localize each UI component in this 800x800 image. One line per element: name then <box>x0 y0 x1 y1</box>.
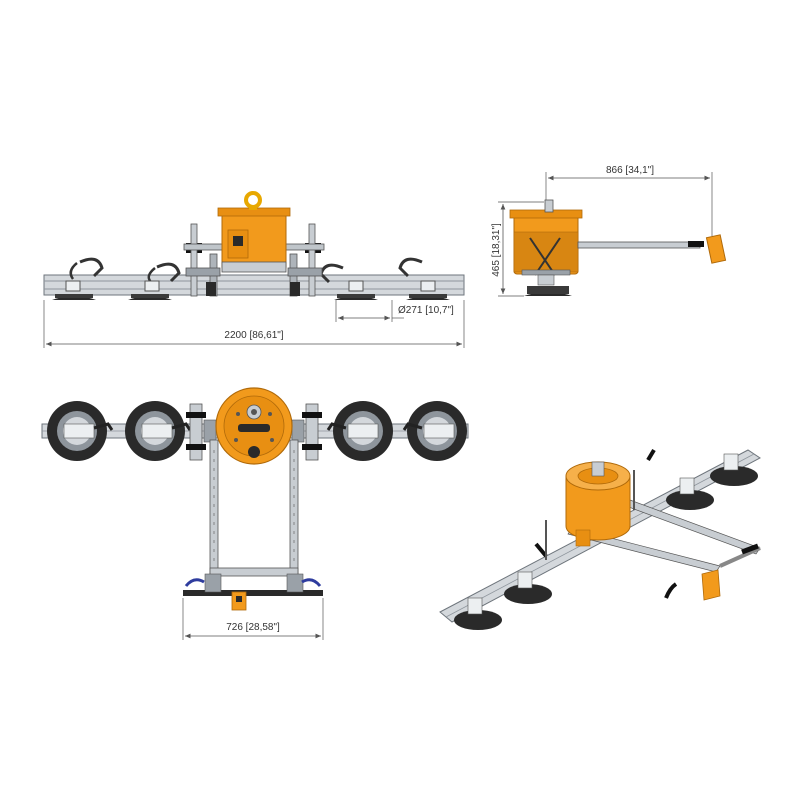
front-suction-cup-2 <box>128 262 181 300</box>
pad-diameter-label: Ø271 [10,7"] <box>398 305 454 316</box>
side-bracket <box>521 237 571 286</box>
overall-length-dimension: 2200 [86,61"] <box>43 300 465 348</box>
iso-suction-pad-3 <box>666 477 714 510</box>
pad-diameter-dimension: Ø271 [10,7"] <box>335 300 454 322</box>
iso-suction-pad-2 <box>504 571 552 604</box>
top-clamp-right <box>291 403 322 461</box>
height-dimension: 465 [18,31"] <box>491 201 544 297</box>
front-beam <box>43 274 465 296</box>
frame-width-label: 726 [28,58"] <box>226 622 280 633</box>
overall-length-label: 2200 [86,61"] <box>224 330 283 341</box>
side-length-dimension: 866 [34,1"] <box>545 165 713 236</box>
side-length-label: 866 [34,1"] <box>606 165 654 176</box>
side-view: 866 [34,1"] 465 [18,31"] <box>491 165 727 297</box>
side-suction-cup <box>524 286 572 296</box>
iso-handle-box <box>701 569 721 601</box>
top-view: 726 [28,58"] <box>41 387 469 640</box>
front-view: Ø271 [10,7"] 2200 [86,61"] <box>43 191 465 348</box>
front-vacuum-body <box>217 207 291 273</box>
top-suction-pad-1 <box>47 401 114 461</box>
isometric-view <box>439 448 761 630</box>
top-vacuum-body <box>215 387 293 465</box>
top-frame <box>183 439 323 611</box>
top-suction-pad-3 <box>326 401 393 461</box>
iso-suction-pad-4 <box>710 453 758 486</box>
front-lifting-eye <box>244 191 262 210</box>
top-suction-pad-2 <box>125 401 192 461</box>
top-clamp-left <box>186 403 217 461</box>
side-handle-arm <box>577 234 727 264</box>
height-label: 465 [18,31"] <box>491 223 502 277</box>
frame-width-dimension: 726 [28,58"] <box>182 598 324 640</box>
iso-vacuum-body <box>565 461 631 547</box>
top-suction-pad-4 <box>402 401 467 461</box>
front-suction-cup-4 <box>398 257 450 300</box>
iso-suction-pad-1 <box>454 597 502 630</box>
front-suction-cup-1 <box>52 257 104 300</box>
